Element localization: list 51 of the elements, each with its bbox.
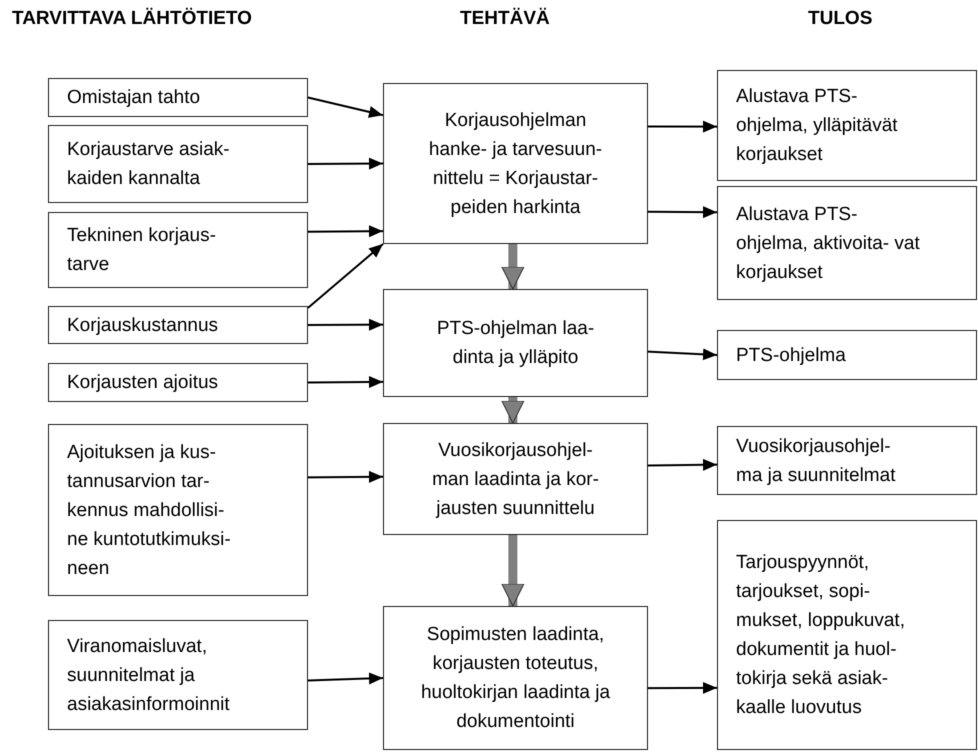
block-arrow — [501, 397, 524, 424]
block-arrow — [501, 244, 524, 290]
process-box — [717, 426, 977, 495]
process-box — [383, 423, 648, 535]
box-text: Korjausohjelman hanke- ja tarvesuun- nittelu = Korjaustar- peiden harkinta — [428, 108, 604, 220]
box-text: Tekninen korjaus- tarve — [67, 224, 217, 277]
arrow — [308, 318, 383, 331]
box-text: Ajoituksen ja kus- tannusarvion tar- kennus mahdollisi- ne kuntotutkimuksi- neen — [67, 440, 232, 580]
arrow — [648, 682, 717, 694]
process-box — [48, 363, 308, 402]
arrow — [308, 96, 384, 118]
box-text: PTS-ohjelma — [736, 344, 847, 368]
process-box — [717, 186, 977, 300]
process-box — [48, 620, 308, 730]
arrow — [648, 348, 718, 360]
process-box — [48, 125, 308, 203]
arrow — [648, 458, 718, 471]
process-box — [717, 330, 977, 380]
box-text: Korjauskustannus — [67, 314, 220, 338]
process-box — [48, 424, 308, 596]
block-arrow — [501, 535, 524, 606]
arrow — [307, 243, 384, 309]
arrow — [308, 225, 384, 238]
arrow — [648, 206, 717, 218]
box-text: Korjaustarve asiak- kaiden kannalta — [67, 138, 231, 191]
arrow — [308, 470, 383, 483]
arrow — [308, 376, 383, 388]
box-text: Vuosikorjausohjel- ma ja suunnitelmat — [736, 434, 896, 488]
column-heading: TEHTÄVÄ — [460, 8, 550, 30]
box-text: Alustava PTS- ohjelma, ylläpitävät korjaukset — [736, 85, 899, 167]
box-text: Korjausten ajoitus — [67, 371, 220, 395]
box-text: Viranomaisluvat, suunnitelmat ja asiakasinformoinnit — [67, 634, 231, 716]
process-box — [383, 606, 648, 750]
box-text: Tarjouspyynnöt, tarjoukset, sopi- mukset, loppukuvat, dokumentit ja huol- tokirja sekä asiak- kaalle luovutus — [736, 551, 906, 720]
arrow — [308, 672, 384, 684]
process-box — [48, 78, 308, 117]
process-box — [48, 306, 308, 344]
arrow — [648, 120, 717, 133]
box-text: Alustava PTS- ohjelma, aktivoita- vat korjaukset — [736, 202, 921, 284]
box-text: Vuosikorjausohjel- man laadinta ja kor- jausten suunnittelu — [431, 438, 600, 520]
box-text: Omistajan tahto — [67, 86, 202, 110]
process-box — [717, 70, 977, 181]
process-box — [383, 289, 648, 397]
process-box — [383, 83, 648, 244]
box-text: Sopimusten laadinta, korjausten toteutus, huoltokirjan laadinta ja dokumentointi — [420, 623, 612, 734]
process-box — [717, 520, 977, 750]
arrow — [308, 158, 383, 170]
column-heading: TARVITTAVA LÄHTÖTIETO — [12, 8, 252, 30]
box-text: PTS-ohjelman laa- dinta ja ylläpito — [436, 317, 596, 370]
column-heading: TULOS — [808, 8, 872, 30]
process-box — [48, 212, 308, 288]
